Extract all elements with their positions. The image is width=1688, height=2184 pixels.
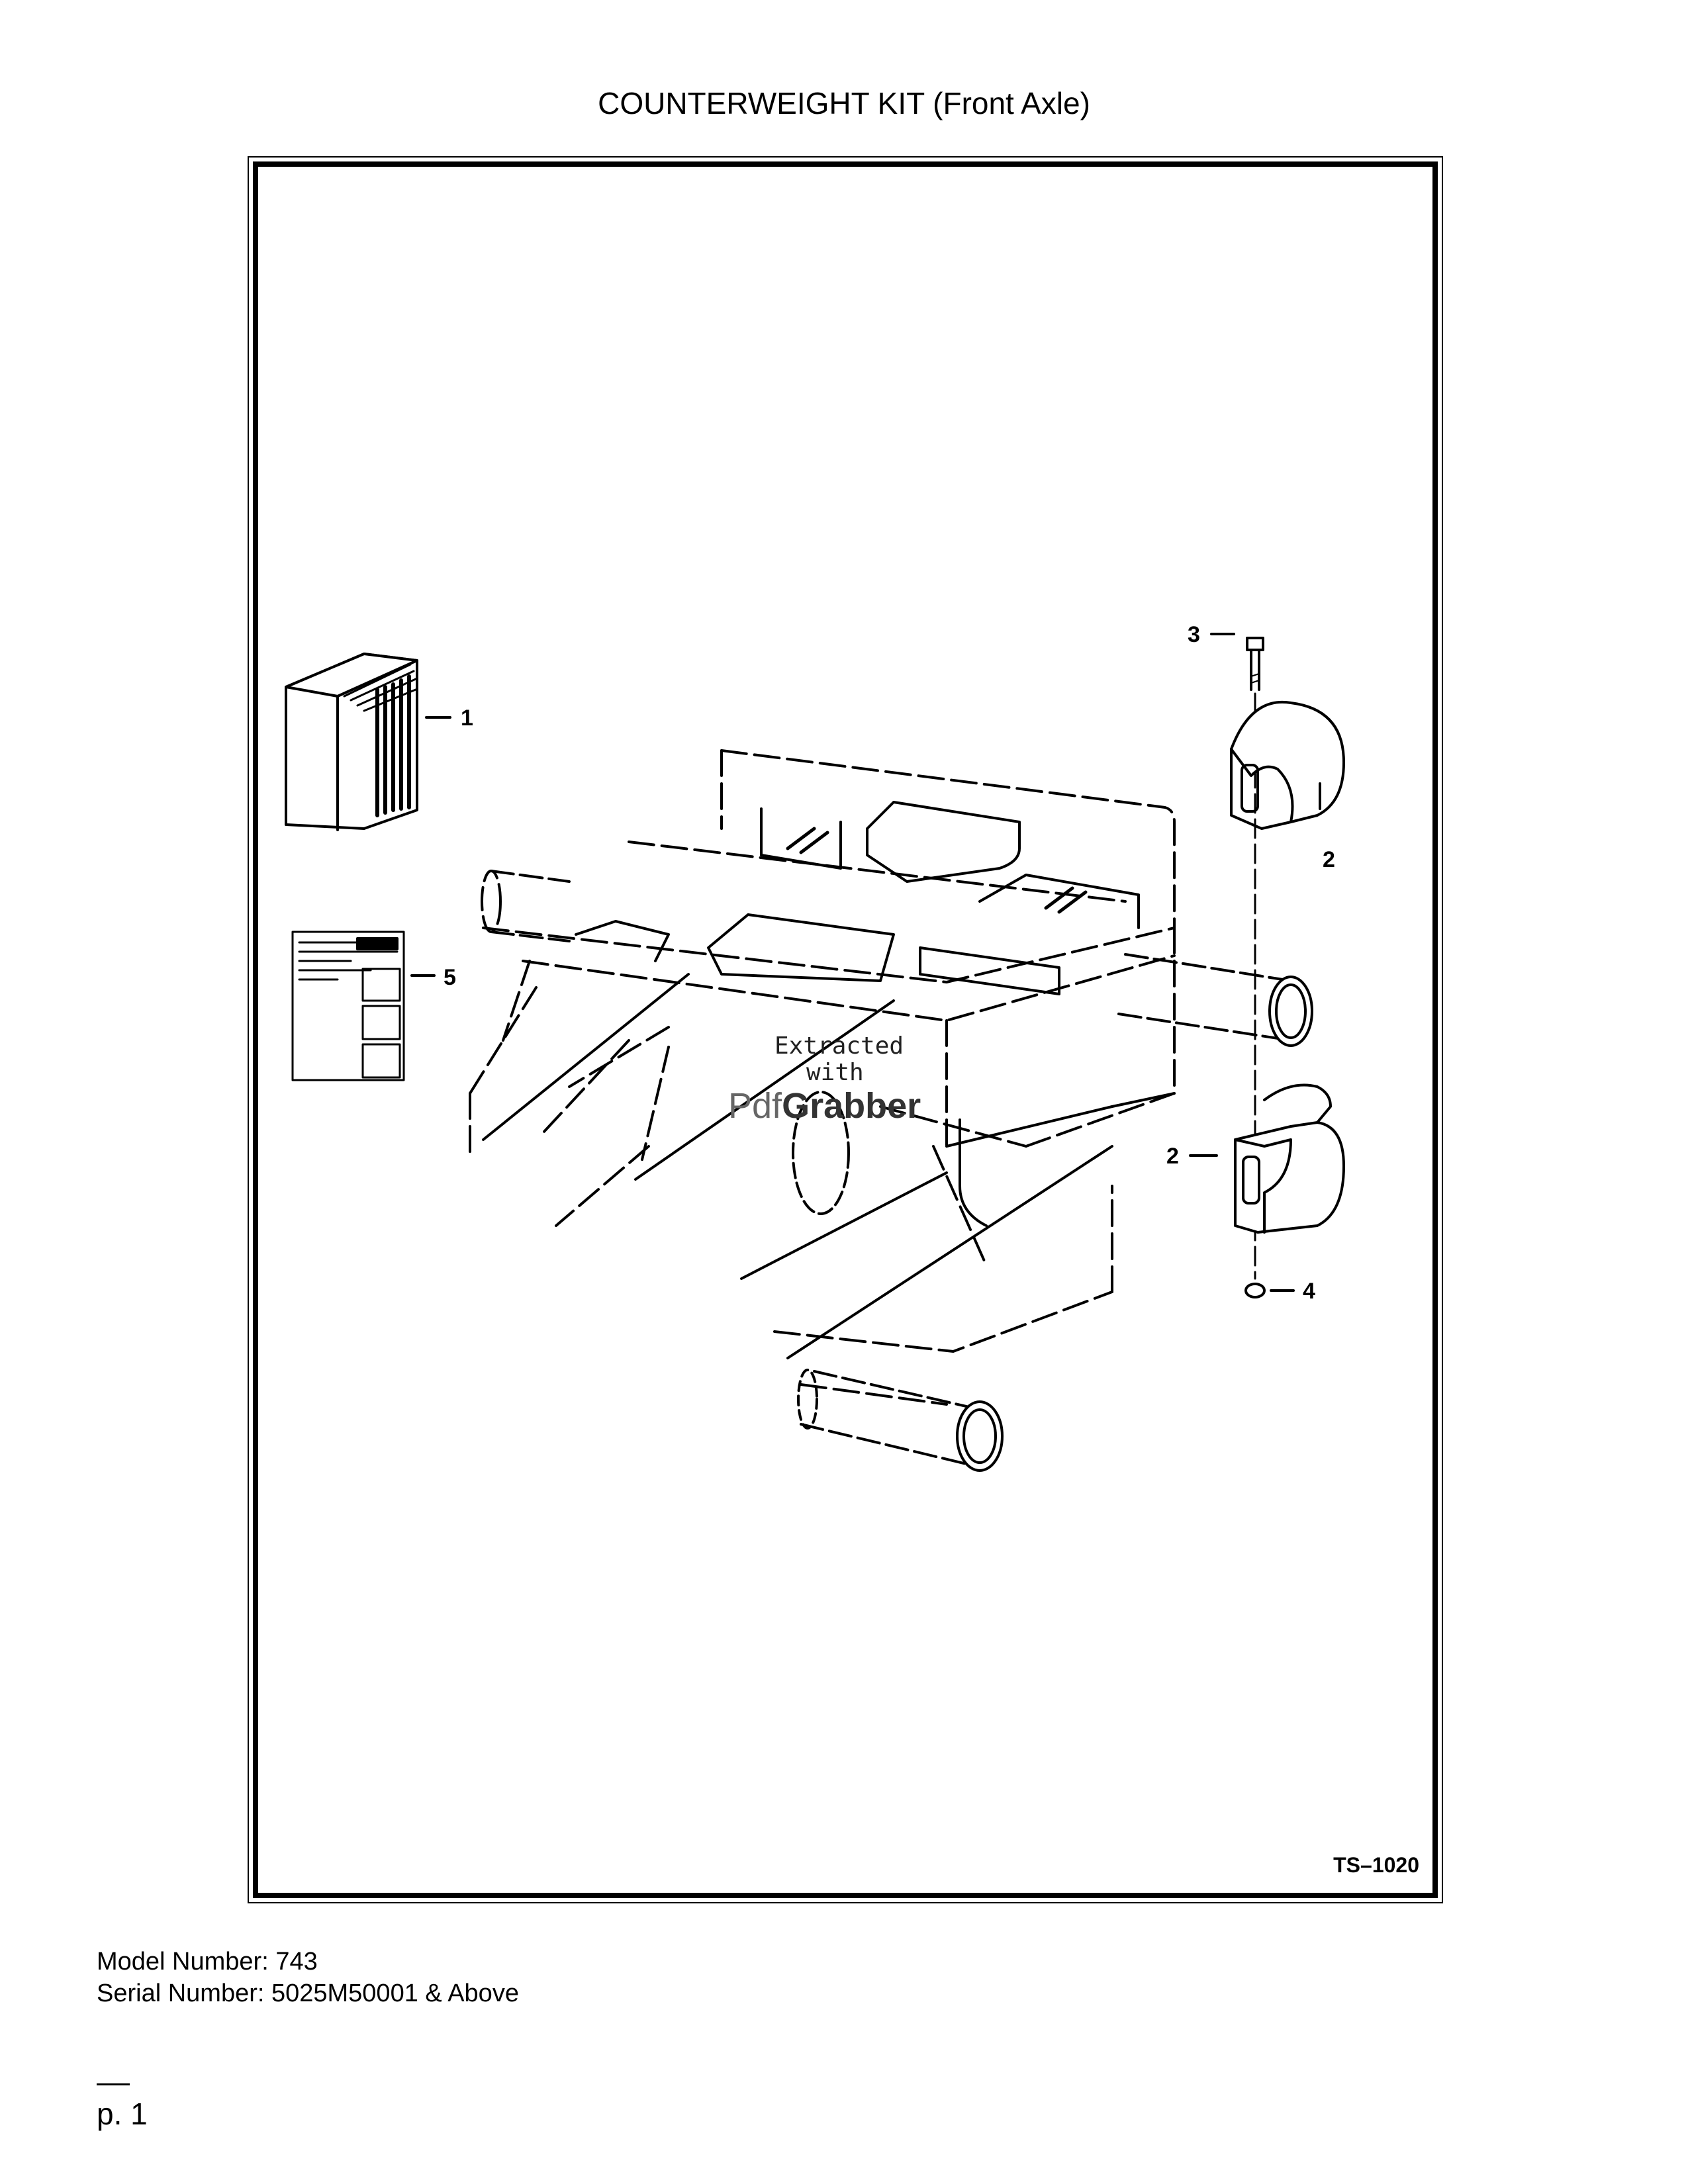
diagram-frame bbox=[253, 161, 1438, 1898]
document-meta: Model Number: 743 Serial Number: 5025M50… bbox=[97, 1946, 519, 2009]
nut bbox=[1244, 1283, 1295, 1298]
model-number: Model Number: 743 bbox=[97, 1948, 318, 1976]
watermark-brand-prefix: Pdf bbox=[728, 1086, 782, 1126]
pdfgrabber-watermark: Extracted with PdfGrabber bbox=[728, 1032, 966, 1145]
loader-frame bbox=[469, 749, 1176, 1406]
watermark-line-1: Extracted bbox=[774, 1032, 904, 1060]
bolt bbox=[1210, 633, 1264, 691]
upper-axle-weight bbox=[1230, 700, 1345, 830]
drawing-code: TS–1020 bbox=[1333, 1853, 1419, 1877]
counterweight-block bbox=[285, 653, 451, 831]
frame-rails bbox=[482, 973, 1176, 1359]
center-ring bbox=[792, 1091, 850, 1215]
callout-3: 3 bbox=[1188, 622, 1200, 647]
callout-2-lower: 2 bbox=[1166, 1144, 1179, 1169]
page-title: COUNTERWEIGHT KIT (Front Axle) bbox=[598, 86, 1090, 120]
watermark-brand: PdfGrabber bbox=[728, 1085, 921, 1126]
watermark-line-2: with bbox=[806, 1059, 864, 1086]
serial-number: Serial Number: 5025M50001 & Above bbox=[97, 1979, 519, 2007]
right-axle-tube bbox=[1117, 953, 1313, 1047]
callout-2-upper: 2 bbox=[1323, 847, 1335, 872]
page-number: p. 1 bbox=[97, 2097, 148, 2131]
watermark-brand-suffix: Grabber bbox=[782, 1086, 921, 1126]
lower-axle-tube bbox=[797, 1369, 1004, 1472]
frame-plates bbox=[575, 801, 1140, 995]
page-number-rule bbox=[97, 2083, 130, 2085]
callout-4: 4 bbox=[1303, 1279, 1315, 1304]
left-axle-tube bbox=[481, 870, 571, 942]
diagram-frame-outer bbox=[248, 156, 1443, 1903]
callout-5: 5 bbox=[444, 965, 456, 990]
lower-axle-weight bbox=[1189, 1083, 1345, 1234]
callout-1: 1 bbox=[461, 705, 473, 731]
decal-sheet bbox=[291, 931, 436, 1081]
exploded-parts-diagram: 1 5 3 2 2 4 bbox=[285, 622, 1345, 1472]
